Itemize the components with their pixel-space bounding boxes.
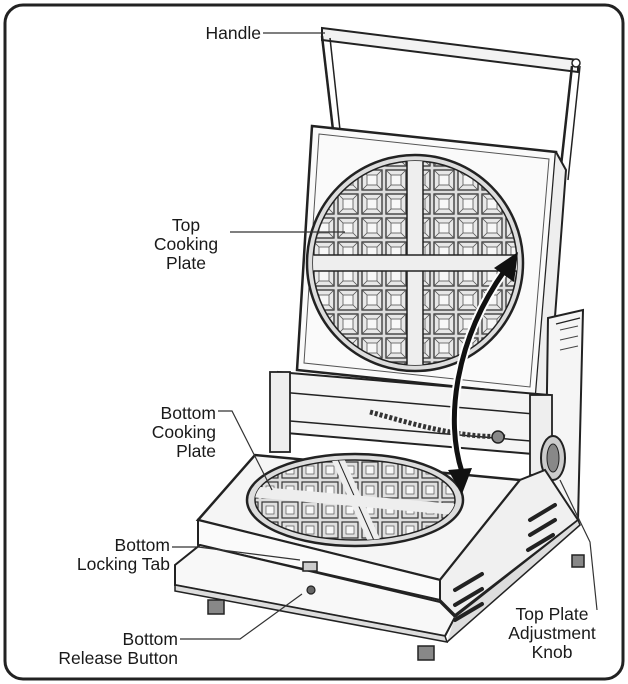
label-top-cooking-plate-line3: Plate: [166, 253, 206, 273]
label-top-cooking-plate: Top Cooking Plate: [136, 216, 236, 273]
motion-arrow: [448, 252, 518, 494]
leader-lines: [172, 32, 598, 640]
label-bottom-cooking-plate-line1: Bottom: [160, 403, 216, 423]
label-top-plate-adjustment-knob-line3: Knob: [531, 642, 573, 662]
label-handle: Handle: [205, 23, 261, 43]
label-bottom-release-button: Bottom Release Button: [18, 630, 178, 668]
label-bottom-locking-tab-line2: Locking Tab: [76, 554, 170, 574]
label-top-cooking-plate-line1: Top: [171, 215, 201, 235]
top-cooking-plate-drawing: [305, 153, 525, 373]
bottom-cooking-plate-drawing: [245, 452, 465, 548]
handle-drawing: [320, 26, 581, 181]
label-bottom-locking-tab: Bottom Locking Tab: [40, 536, 170, 574]
label-top-plate-adjustment-knob: Top Plate Adjustment Knob: [492, 605, 612, 662]
label-bottom-release-button-line1: Bottom: [122, 629, 178, 649]
label-bottom-cooking-plate: Bottom Cooking Plate: [110, 404, 216, 461]
label-bottom-cooking-plate-line2: Cooking: [151, 422, 216, 442]
label-bottom-locking-tab-line1: Bottom: [114, 535, 170, 555]
label-top-cooking-plate-line2: Cooking: [153, 234, 219, 254]
label-top-plate-adjustment-knob-line2: Adjustment: [508, 623, 596, 643]
label-top-plate-adjustment-knob-line1: Top Plate: [515, 604, 589, 624]
label-bottom-cooking-plate-line3: Plate: [176, 441, 216, 461]
label-bottom-release-button-line2: Release Button: [58, 648, 178, 668]
hinge-assembly: [269, 370, 566, 481]
